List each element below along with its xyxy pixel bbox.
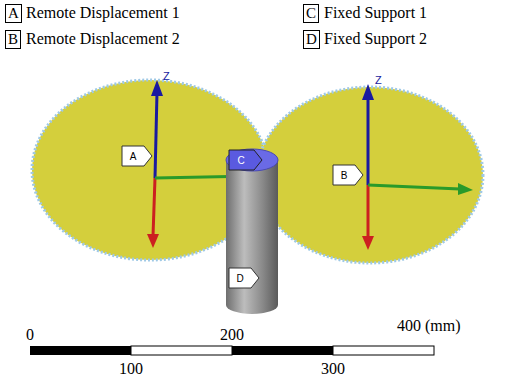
scale-value: 200 (220, 326, 244, 344)
callout-tag (229, 268, 259, 288)
axis-label: Z (375, 74, 382, 86)
legend-letter: C (303, 4, 319, 23)
legend-text: Remote Displacement 2 (26, 30, 180, 48)
callout-tag (229, 150, 262, 170)
callout-letter: B (341, 170, 348, 181)
callout-letter: C (237, 155, 244, 166)
callout-tag (122, 146, 152, 166)
scale-bar (30, 346, 434, 355)
callout-letter: A (130, 151, 137, 162)
legend-text: Fixed Support 1 (324, 4, 427, 22)
scale-value: 400 (mm) (397, 317, 461, 335)
legend-text: Fixed Support 2 (324, 30, 427, 48)
callout-letter: D (236, 273, 243, 284)
scale-value: 300 (321, 360, 345, 378)
triad-right (362, 84, 473, 250)
scale-value: 100 (119, 360, 143, 378)
gear-right (257, 87, 483, 263)
callout-tag (333, 165, 363, 185)
legend-letter: A (5, 4, 22, 23)
scale-value: 0 (26, 326, 34, 344)
legend-letter: D (303, 30, 320, 49)
legend-text: Remote Displacement 1 (26, 4, 180, 22)
legend-letter: B (5, 30, 21, 49)
cylinder (226, 149, 278, 314)
axis-label: Z (163, 70, 170, 82)
